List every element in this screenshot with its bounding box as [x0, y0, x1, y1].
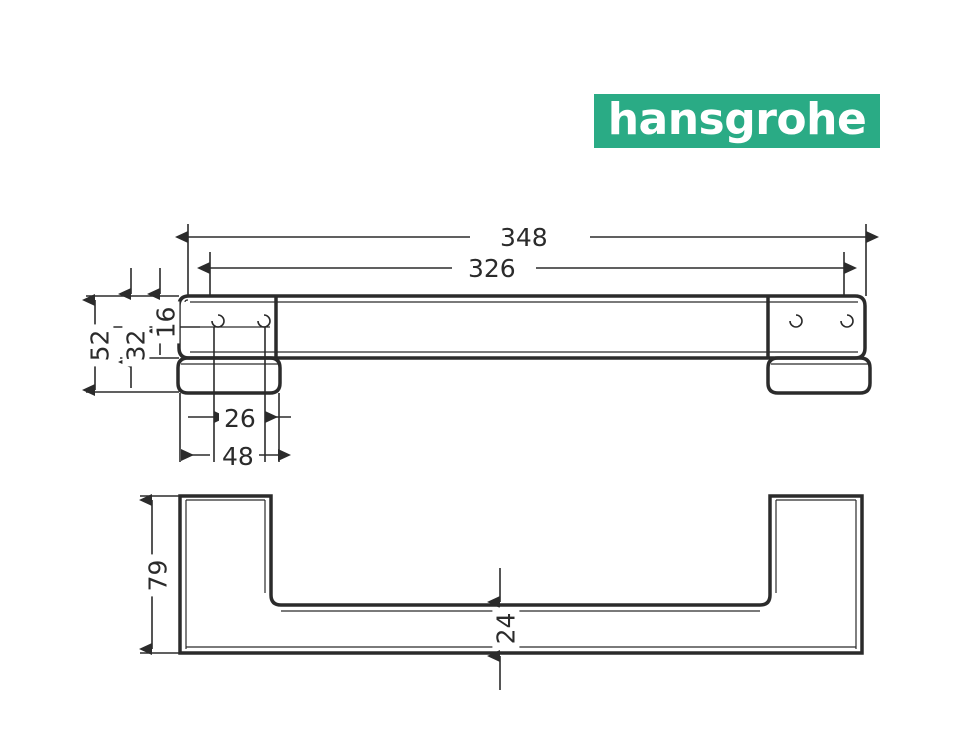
right-mounting-holes — [789, 314, 854, 328]
left-corner-detail — [184, 299, 189, 303]
dimension-label-16: 16 — [151, 301, 180, 344]
dimension-label-326: 326 — [463, 255, 521, 282]
hansgrohe-logo: hansgrohe — [594, 94, 880, 148]
side-view-dimensions — [139, 494, 501, 690]
right-bracket-block — [766, 356, 872, 395]
dimension-label-32: 32 — [121, 324, 150, 367]
hole-mark-left-2 — [257, 314, 271, 328]
side-view-geometry — [178, 494, 864, 655]
hole-mark-left-1 — [211, 314, 225, 328]
left-bracket-block — [176, 356, 282, 395]
hansgrohe-logo-text: hansgrohe — [607, 93, 867, 145]
rail-outline — [177, 294, 867, 360]
dimension-label-348: 348 — [495, 224, 553, 251]
dimension-label-79: 79 — [143, 554, 172, 597]
front-view-geometry — [176, 294, 872, 395]
left-mounting-holes — [211, 314, 271, 328]
hole-mark-right-2 — [840, 314, 854, 328]
dimension-label-52: 52 — [85, 324, 114, 367]
front-view-dimensions — [82, 224, 879, 462]
side-profile-outline — [178, 494, 864, 655]
dimension-label-48: 48 — [217, 443, 259, 470]
hole-mark-right-1 — [789, 314, 803, 328]
dimension-label-26: 26 — [219, 405, 261, 432]
dimension-label-24: 24 — [491, 607, 520, 650]
